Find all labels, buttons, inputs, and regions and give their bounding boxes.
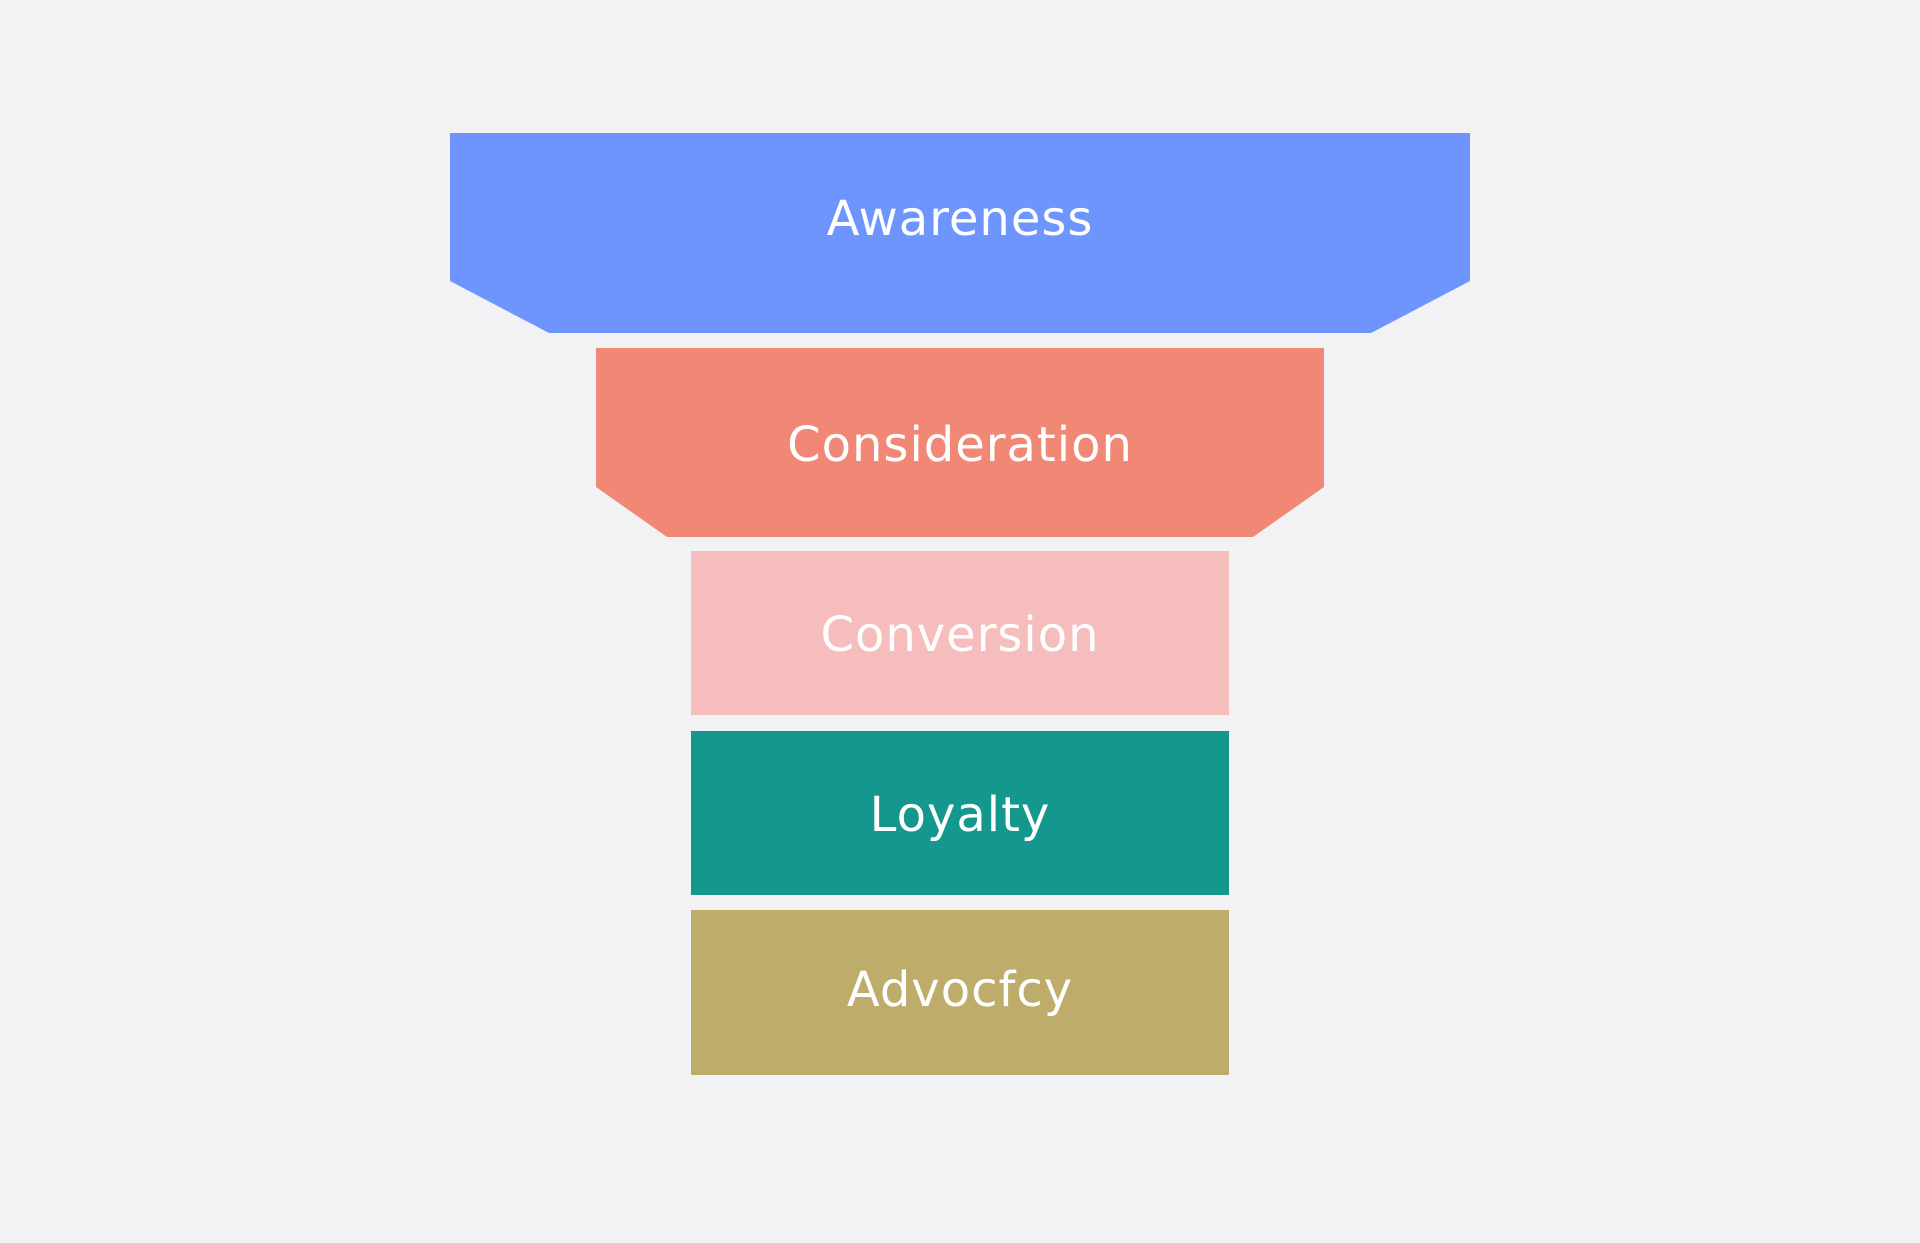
funnel-shape-advocacy — [691, 910, 1229, 1075]
stage-label-awareness: Awareness — [827, 191, 1094, 247]
stage-label-loyalty: Loyalty — [870, 787, 1051, 843]
stage-label-advocacy: Advocfcy — [847, 962, 1073, 1018]
stage-label-consideration: Consideration — [787, 417, 1133, 473]
funnel-stage-loyalty: Loyalty — [691, 731, 1229, 895]
funnel-stage-advocacy: Advocfcy — [691, 910, 1229, 1075]
funnel-shape-loyalty — [691, 731, 1229, 895]
funnel-shape-consideration — [596, 348, 1324, 537]
funnel-stage-conversion: Conversion — [691, 551, 1229, 715]
funnel-stage-consideration: Consideration — [596, 348, 1324, 537]
funnel-shape-conversion — [691, 551, 1229, 715]
stage-label-conversion: Conversion — [820, 607, 1099, 663]
funnel-stage-awareness: Awareness — [450, 133, 1470, 333]
funnel-shape-awareness — [450, 133, 1470, 333]
